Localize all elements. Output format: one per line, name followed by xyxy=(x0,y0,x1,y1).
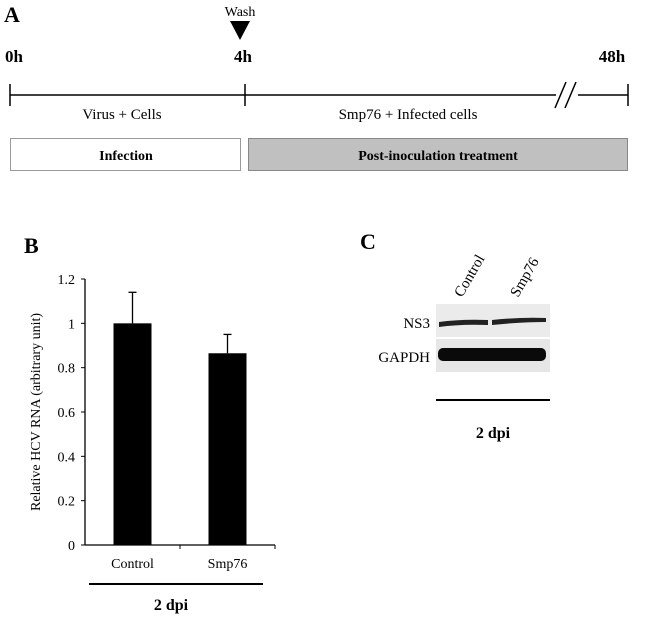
y-tick-label: 1 xyxy=(68,317,75,332)
western-blot-gapdh xyxy=(436,339,550,372)
segment-label-infection: Virus + Cells xyxy=(82,107,161,123)
infection-box xyxy=(10,138,241,171)
time-label-48h: 48h xyxy=(599,47,626,66)
wash-label: Wash xyxy=(225,5,256,20)
y-tick-label: 0.2 xyxy=(58,495,76,510)
y-tick-label: 0 xyxy=(68,539,75,554)
panel-c-label: C xyxy=(360,229,376,254)
wash-arrow-icon xyxy=(230,21,250,40)
lane-label-smp76: Smp76 xyxy=(508,255,543,300)
band-label-ns3: NS3 xyxy=(403,316,430,332)
group-label-c: 2 dpi xyxy=(476,425,511,442)
panel-b: B Relative HCV RNA (arbitrary unit) 0 0.2… xyxy=(24,233,276,614)
lane-label-control: Control xyxy=(452,252,489,300)
panel-b-label: B xyxy=(24,233,39,258)
panel-c: C Control Smp76 NS3 GAPDH 2 dpi xyxy=(360,229,550,442)
panel-a-label: A xyxy=(4,2,20,27)
y-tick-label: 0.8 xyxy=(58,362,76,377)
bar-smp76 xyxy=(208,353,247,545)
infection-box-label: Infection xyxy=(99,149,153,164)
y-axis-label: Relative HCV RNA (arbitrary unit) xyxy=(29,313,44,511)
band-label-gapdh: GAPDH xyxy=(378,350,430,366)
bar-control xyxy=(113,323,152,545)
axis-break-icon xyxy=(554,81,578,109)
x-tick-label: Smp76 xyxy=(208,557,248,572)
group-label-b: 2 dpi xyxy=(154,597,189,614)
time-label-0h: 0h xyxy=(5,47,24,66)
y-tick-label: 0.6 xyxy=(58,406,76,421)
time-label-4h: 4h xyxy=(234,47,253,66)
x-tick-label: Control xyxy=(111,557,154,572)
y-tick-label: 1.2 xyxy=(58,273,76,288)
western-blot-ns3 xyxy=(436,304,550,337)
treatment-box xyxy=(248,138,628,171)
panel-a: A Wash 0h 4h 48h Virus + Cells Smp76 + I… xyxy=(4,2,629,171)
treatment-box-label: Post-inoculation treatment xyxy=(358,149,518,164)
y-tick-label: 0.4 xyxy=(58,450,76,465)
segment-label-treatment: Smp76 + Infected cells xyxy=(339,107,478,123)
